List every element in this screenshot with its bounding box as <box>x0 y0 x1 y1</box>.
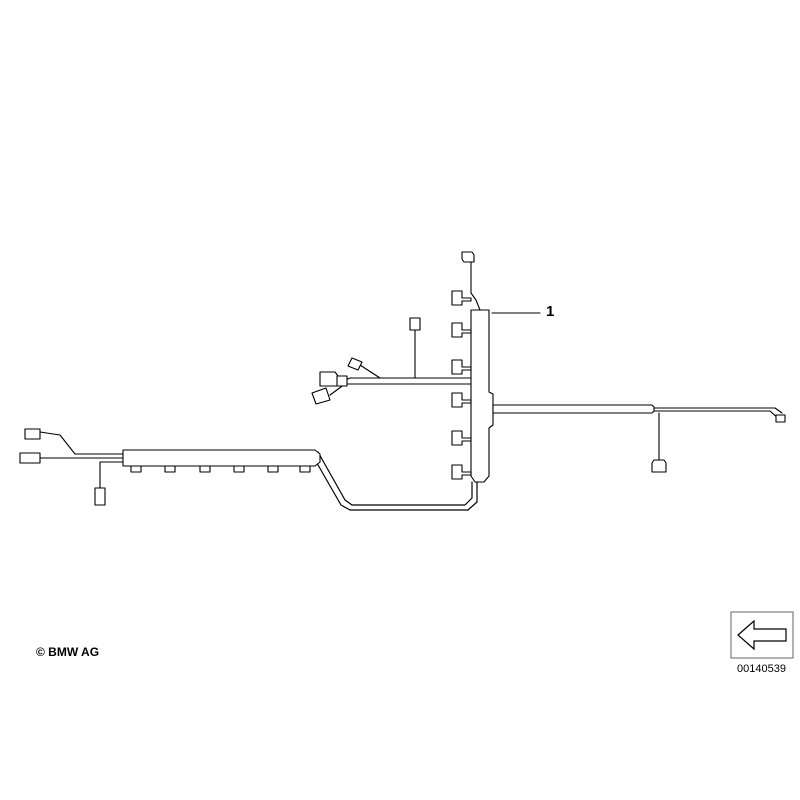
upper-branch-connector-d <box>311 387 331 405</box>
left-connector-top <box>24 428 41 440</box>
bottom-right-connector <box>651 459 667 473</box>
copyright-notice: © BMW AG <box>36 645 100 659</box>
harness-trunk <box>470 309 494 483</box>
right-branch-wires <box>653 407 783 463</box>
left-arrow-icon <box>730 611 794 659</box>
upper-branch-sleeve <box>336 375 348 387</box>
injector-rail <box>122 449 321 467</box>
upper-branch-connector-a <box>409 317 421 331</box>
right-end-connector <box>775 414 786 423</box>
top-lead-wire <box>470 261 481 311</box>
back-navigation-button[interactable] <box>730 611 794 659</box>
upper-branch-connector-c <box>319 371 339 387</box>
upper-branch-connector-b <box>347 357 363 371</box>
trunk-connectors <box>451 290 472 480</box>
injector-connectors <box>130 465 311 473</box>
diagram-id: 00140539 <box>737 663 786 675</box>
top-connector <box>461 251 475 263</box>
lower-loop-cable <box>313 451 478 511</box>
left-connector-bottom <box>94 487 106 506</box>
part-callout-label[interactable]: 1 <box>546 303 555 320</box>
left-wires <box>39 431 124 491</box>
left-connector-mid <box>19 452 41 464</box>
right-branch-conduit <box>492 404 655 414</box>
